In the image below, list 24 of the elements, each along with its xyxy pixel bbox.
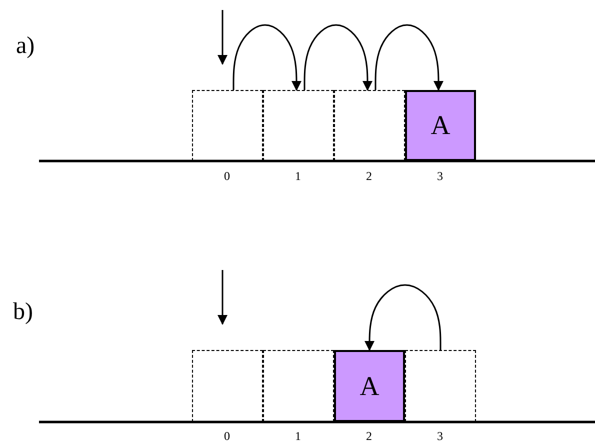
position-index: 3: [437, 170, 443, 182]
position-index: 1: [295, 430, 301, 442]
panel-label: a): [16, 34, 35, 58]
dashed-box: [263, 90, 334, 161]
dashed-box: [192, 90, 263, 161]
position-index: 1: [295, 170, 301, 182]
dashed-box: [192, 350, 263, 422]
arrow: [218, 10, 228, 65]
position-index: 0: [224, 430, 230, 442]
position-index: 2: [366, 170, 372, 182]
arrow: [218, 270, 228, 325]
arrow: [304, 24, 372, 91]
item-letter: A: [430, 112, 450, 139]
arrow: [374, 24, 444, 91]
arrow: [364, 284, 442, 351]
position-index: 3: [437, 430, 443, 442]
position-index: 0: [224, 170, 230, 182]
filled-cell-box: [334, 350, 405, 422]
dashed-box: [405, 350, 476, 422]
filled-cell-box: [405, 90, 476, 161]
item-letter: A: [360, 372, 380, 400]
arrow: [232, 24, 302, 91]
panel-label: b): [13, 300, 33, 324]
position-index: 2: [366, 430, 372, 442]
